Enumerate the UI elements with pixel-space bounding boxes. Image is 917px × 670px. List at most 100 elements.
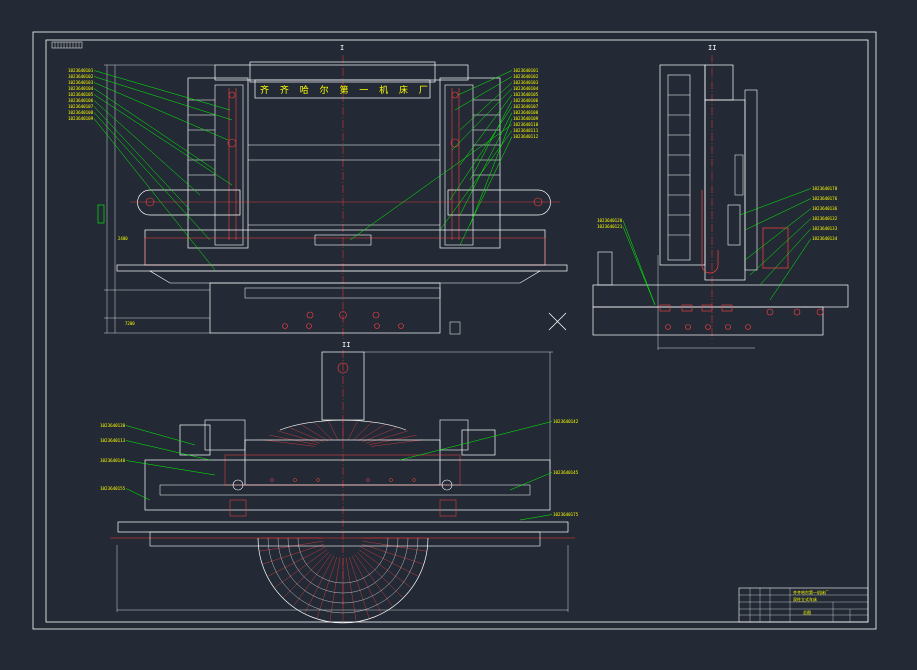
- title-block-sheet: 总图: [803, 609, 811, 615]
- callout-leader: [93, 94, 233, 186]
- callout-leader: [769, 238, 812, 301]
- callout-leader: [125, 460, 216, 476]
- callout-label: 1023640132: [812, 216, 838, 221]
- callout-leader: [349, 124, 513, 241]
- callout-leader: [93, 76, 233, 121]
- table-radial: [328, 420, 338, 440]
- table-radial: [362, 427, 398, 443]
- front-callouts-right: 1023640101102364010210236401031023640104…: [349, 68, 539, 246]
- callout-leader: [457, 70, 513, 96]
- plan-view[interactable]: [110, 350, 575, 624]
- table-radial: [357, 552, 403, 598]
- callout-leader: [469, 118, 513, 226]
- callout-label: 1023640108: [68, 110, 94, 115]
- table-radial: [304, 555, 335, 613]
- callout-label: 1023640110: [513, 122, 539, 127]
- callout-label: 1023640176: [812, 196, 838, 201]
- callout-leader: [125, 488, 151, 501]
- table-radial: [360, 546, 418, 577]
- callout-label: 1023640130: [100, 423, 126, 428]
- callout-label: 1023640105: [68, 92, 94, 97]
- callout-leader: [93, 82, 229, 141]
- callout-label: 1023640106: [513, 98, 539, 103]
- front-dim-label-2: 7200: [125, 321, 135, 326]
- callout-leader: [509, 472, 553, 491]
- callout-label: 1023640142: [553, 419, 579, 424]
- inner-frame: [45, 39, 869, 623]
- callout-leader: [459, 94, 513, 166]
- callout-leader: [519, 514, 553, 521]
- callout-leader: [622, 220, 656, 306]
- table-radial: [316, 556, 337, 618]
- callout-leader: [93, 112, 211, 241]
- callout-label: 1023640101: [68, 68, 94, 73]
- callout-leader: [469, 100, 513, 181]
- table-radial: [359, 549, 412, 588]
- table-radial: [263, 544, 325, 565]
- callout-label: 1023640107: [513, 104, 539, 109]
- table-radial: [365, 430, 409, 444]
- callout-label: 1023640145: [553, 470, 579, 475]
- table-radial: [277, 430, 321, 444]
- callout-label: 1023640113: [100, 438, 126, 443]
- table-radial: [349, 556, 370, 618]
- callout-label: 1023640103: [513, 80, 539, 85]
- callout-label: 1023640107: [68, 104, 94, 109]
- callout-label: 1023640111: [513, 128, 539, 133]
- table-radial: [268, 546, 326, 577]
- callout-label: 1023640104: [513, 86, 539, 91]
- callout-leader: [459, 112, 513, 216]
- callout-leader: [749, 218, 812, 276]
- callout-label: 1023640112: [513, 134, 539, 139]
- callout-leader: [125, 425, 196, 446]
- table-radial: [288, 427, 324, 443]
- table-radial: [353, 421, 373, 441]
- callout-label: 1023640175: [553, 512, 579, 517]
- table-radial: [300, 424, 329, 442]
- front-elevation[interactable]: 齐 齐 哈 尔 第 一 机 床 厂: [97, 55, 568, 340]
- table-radial: [313, 421, 333, 441]
- plan-callouts: 1023640130102364011310236401401023640155…: [100, 419, 579, 521]
- side-elevation[interactable]: [592, 55, 849, 350]
- table-radial: [361, 544, 423, 565]
- callout-label: 1023640120: [597, 218, 623, 223]
- table-radial: [357, 424, 386, 442]
- table-radial: [348, 420, 358, 440]
- table-radial: [283, 552, 329, 598]
- callout-leader: [744, 208, 812, 261]
- callout-label: 1023640105: [513, 92, 539, 97]
- callout-leader: [439, 130, 513, 231]
- side-callouts: 1023640170102364017610236401361023640132…: [597, 186, 838, 306]
- front-dim-label: 2400: [118, 236, 128, 241]
- callout-leader: [759, 228, 812, 286]
- callout-leader: [93, 100, 201, 196]
- callout-leader: [125, 440, 211, 461]
- callout-leader: [449, 106, 513, 201]
- callout-label: 1023640102: [513, 74, 539, 79]
- table-radial: [274, 549, 327, 588]
- callout-leader: [93, 118, 216, 271]
- front-callouts-left: 1023640101102364010210236401031023640104…: [68, 68, 233, 271]
- section-mark-plan: II: [342, 341, 350, 349]
- table-radial: [293, 554, 332, 607]
- callout-label: 1023640101: [513, 68, 539, 73]
- callout-leader: [744, 198, 812, 231]
- callout-label: 1023640170: [812, 186, 838, 191]
- callout-label: 1023640140: [100, 458, 126, 463]
- table-radial: [351, 555, 382, 613]
- outer-frame: [32, 31, 877, 630]
- table-radial: [345, 557, 357, 621]
- callout-label: 1023640109: [68, 116, 94, 121]
- callout-label: 1023640109: [513, 116, 539, 121]
- callout-leader: [622, 226, 656, 306]
- callout-leader: [93, 106, 191, 211]
- callout-label: 1023640102: [68, 74, 94, 79]
- callout-leader: [93, 70, 231, 111]
- callout-leader: [93, 88, 216, 171]
- callout-label: 1023640106: [68, 98, 94, 103]
- title-block-company: 齐齐哈尔第一机床厂: [793, 589, 829, 595]
- callout-leader: [459, 82, 513, 131]
- title-block-drawing-name: 双柱立式车床: [793, 596, 817, 602]
